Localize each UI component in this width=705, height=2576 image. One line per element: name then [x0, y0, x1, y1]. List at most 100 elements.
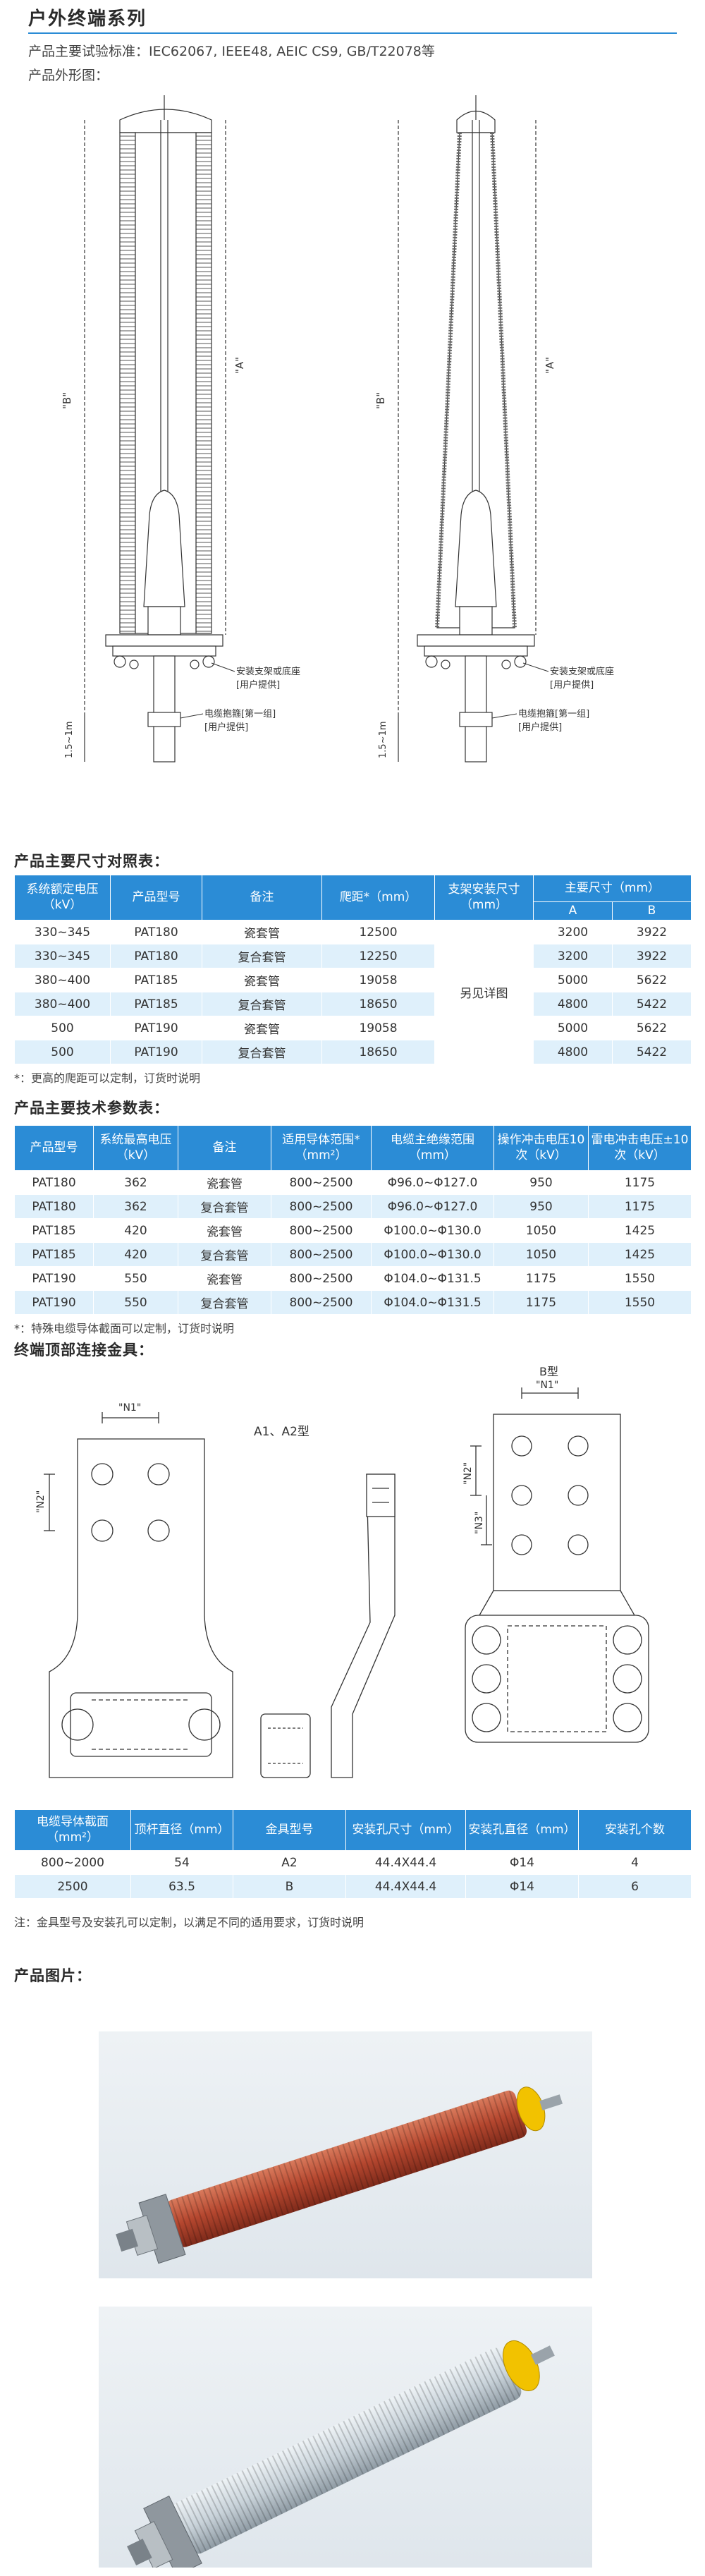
cell-model: PAT190	[14, 1290, 94, 1315]
cell-remark: 复合套管	[202, 1040, 322, 1064]
cell-model: PAT190	[110, 1040, 202, 1064]
title-divider	[28, 32, 677, 34]
fitting-a-n2: "N2"	[35, 1490, 47, 1513]
cell-voltage: 380~400	[14, 992, 111, 1016]
th-hole-size: 安装孔尺寸（mm）	[345, 1809, 466, 1851]
cell-switching: 1175	[494, 1290, 589, 1315]
left-label-clamp-sub: [用户提供]	[204, 722, 248, 733]
table1-title: 产品主要尺寸对照表：	[14, 853, 169, 870]
cell-b: 5622	[612, 1016, 692, 1040]
cell-model: PAT180	[14, 1194, 94, 1219]
right-label-clamp: 电缆抱箍[第一组]	[518, 708, 589, 719]
fittings-drawing: "N1" "N2" A1、A2型 B型 "N1" "N2" "N3"	[35, 1365, 649, 1778]
cell-voltage: 500	[14, 1016, 111, 1040]
cell-model: PAT185	[110, 992, 202, 1016]
cell-max-voltage: 550	[93, 1266, 178, 1291]
standards-value: IEC62067, IEEE48, AEIC CS9, GB/T22078等	[149, 44, 435, 59]
left-dim-a: "A"	[233, 357, 246, 374]
cell-voltage: 330~345	[14, 920, 111, 944]
cell-remark: 复合套管	[202, 992, 322, 1016]
table-row: PAT180 362 复合套管 800~2500 Φ96.0~Φ127.0 95…	[14, 1194, 692, 1219]
cell-switching: 1050	[494, 1242, 589, 1267]
technical-table: 产品型号 系统最高电压（kV） 备注 适用导体范围*（mm²） 电缆主绝缘范围（…	[14, 1125, 692, 1315]
table-row: PAT180 362 瓷套管 800~2500 Φ96.0~Φ127.0 950…	[14, 1170, 692, 1195]
right-label-bracket-sub: [用户提供]	[550, 679, 594, 691]
th-remark: 备注	[202, 875, 322, 921]
th-fitting: 金具型号	[233, 1809, 346, 1851]
fitting-b-n3: "N3"	[474, 1512, 485, 1534]
cell-rod: 63.5	[130, 1874, 233, 1899]
cell-model: PAT180	[110, 920, 202, 944]
product-photo-red	[99, 2031, 592, 2278]
cell-max-voltage: 362	[93, 1194, 178, 1219]
cell-remark: 复合套管	[178, 1242, 271, 1267]
th-voltage: 系统额定电压（kV）	[14, 875, 111, 921]
right-dim-b: "B"	[374, 392, 387, 409]
dimension-table: 系统额定电压（kV） 产品型号 备注 爬距*（mm） 支架安装尺寸（mm） 主要…	[14, 875, 692, 1064]
table3-note: 注：金具型号及安装孔可以定制，以满足不同的适用要求，订货时说明	[14, 1916, 364, 1929]
cell-section: 2500	[14, 1874, 131, 1899]
left-label-bracket: 安装支架或底座	[236, 666, 300, 677]
cell-remark: 瓷套管	[178, 1266, 271, 1291]
th-b: B	[612, 901, 692, 921]
cell-insulation: Φ104.0~Φ131.5	[371, 1290, 494, 1315]
cell-model: PAT190	[110, 1016, 202, 1040]
cell-fitting: B	[233, 1874, 346, 1899]
table-row: 800~2000 54 A2 44.4X44.4 Φ14 4	[14, 1850, 692, 1875]
cell-model: PAT180	[110, 944, 202, 968]
cell-max-voltage: 420	[93, 1242, 178, 1267]
left-label-clamp: 电缆抱箍[第一组]	[204, 708, 276, 719]
fittings-title: 终端顶部连接金具：	[14, 1342, 154, 1359]
cell-hole-count: 6	[578, 1874, 692, 1899]
table-row: 500 PAT190 瓷套管 19058 5000 5622	[14, 1016, 692, 1040]
cell-lightning: 1425	[588, 1218, 692, 1243]
cell-support-merged: 另见详图	[434, 920, 534, 1064]
th-remark: 备注	[178, 1125, 271, 1171]
cell-model: PAT185	[14, 1218, 94, 1243]
cell-model: PAT190	[14, 1266, 94, 1291]
cell-rod: 54	[130, 1850, 233, 1875]
th-hole-dia: 安装孔直径（mm）	[465, 1809, 579, 1851]
cell-switching: 1050	[494, 1218, 589, 1243]
fitting-a-side	[260, 1474, 396, 1778]
cell-remark: 复合套管	[178, 1290, 271, 1315]
fitting-a-label: A1、A2型	[254, 1425, 309, 1439]
cell-insulation: Φ104.0~Φ131.5	[371, 1266, 494, 1291]
cell-insulation: Φ96.0~Φ127.0	[371, 1194, 494, 1219]
cell-insulation: Φ100.0~Φ130.0	[371, 1218, 494, 1243]
cell-insulation: Φ100.0~Φ130.0	[371, 1242, 494, 1267]
cell-creepage: 12250	[321, 944, 435, 968]
table-row: PAT185 420 复合套管 800~2500 Φ100.0~Φ130.0 1…	[14, 1242, 692, 1267]
table-row: 380~400 PAT185 瓷套管 19058 5000 5622	[14, 968, 692, 992]
cell-hole-dia: Φ14	[465, 1874, 579, 1899]
cell-remark: 复合套管	[178, 1194, 271, 1219]
table2-title: 产品主要技术参数表：	[14, 1100, 169, 1117]
photos-title: 产品图片：	[14, 1967, 92, 1984]
cell-max-voltage: 420	[93, 1218, 178, 1243]
th-rod: 顶杆直径（mm）	[130, 1809, 233, 1851]
page-title: 户外终端系列	[28, 8, 147, 30]
fitting-table: 电缆导体截面（mm²） 顶杆直径（mm） 金具型号 安装孔尺寸（mm） 安装孔直…	[14, 1809, 692, 1899]
cell-switching: 950	[494, 1170, 589, 1195]
th-model: 产品型号	[110, 875, 202, 921]
cell-a: 3200	[533, 944, 613, 968]
cell-a: 4800	[533, 1040, 613, 1064]
cell-hole-dia: Φ14	[465, 1850, 579, 1875]
right-label-bracket: 安装支架或底座	[550, 666, 614, 677]
fitting-b-n1: "N1"	[536, 1380, 558, 1391]
cell-insulation: Φ96.0~Φ127.0	[371, 1170, 494, 1195]
cell-switching: 950	[494, 1194, 589, 1219]
cell-lightning: 1175	[588, 1194, 692, 1219]
cell-conductor: 800~2500	[271, 1242, 372, 1267]
th-insulation: 电缆主绝缘范围（mm）	[371, 1125, 494, 1171]
cell-remark: 瓷套管	[202, 1016, 322, 1040]
th-section: 电缆导体截面（mm²）	[14, 1809, 131, 1851]
cell-remark: 复合套管	[202, 944, 322, 968]
table-row: 2500 63.5 B 44.4X44.4 Φ14 6	[14, 1874, 692, 1899]
outline-label: 产品外形图：	[28, 68, 109, 83]
standards-line: 产品主要试验标准：IEC62067, IEEE48, AEIC CS9, GB/…	[28, 41, 435, 60]
cell-model: PAT180	[14, 1170, 94, 1195]
th-model: 产品型号	[14, 1125, 94, 1171]
fitting-b-label: B型	[539, 1365, 558, 1378]
cell-b: 5422	[612, 992, 692, 1016]
